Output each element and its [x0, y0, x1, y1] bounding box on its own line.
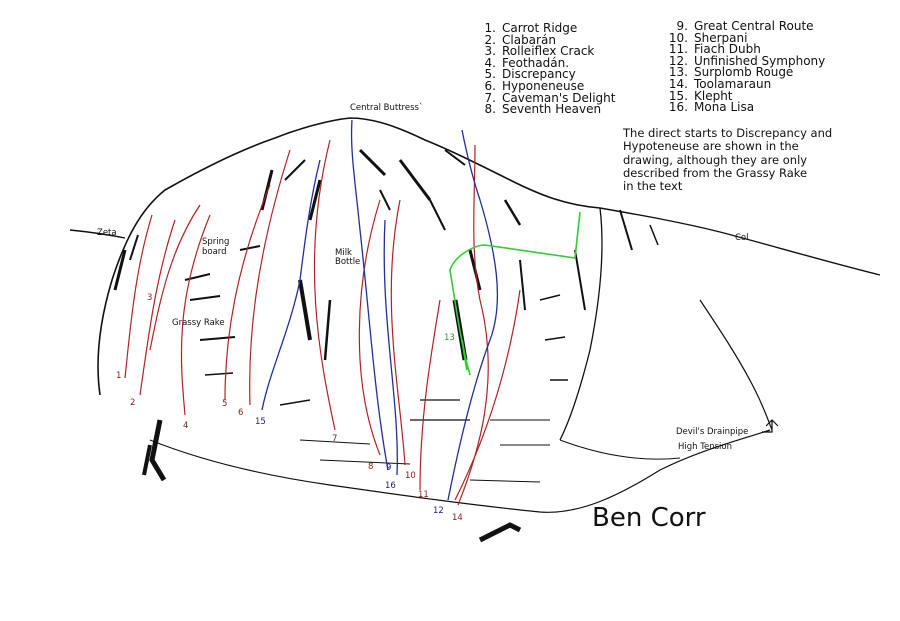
label-bottle: Bottle — [335, 257, 360, 267]
drainpipe-gully — [699, 299, 773, 431]
route-number-1: 1 — [116, 371, 121, 381]
red-routes — [124, 139, 521, 506]
route-number-5: 5 — [222, 399, 227, 409]
route-number-3: 3 — [147, 293, 152, 303]
legend-item: 10.Sherpani — [668, 30, 748, 45]
route-number-8: 8 — [368, 462, 373, 472]
legend-item: 11.Fiach Dubh — [668, 42, 761, 57]
legend-item: 4.Feothadán. — [484, 55, 570, 70]
route-number-7: 7 — [332, 434, 337, 444]
label-devils-drainpipe: Devil's Drainpipe — [676, 427, 748, 437]
route-number-15: 15 — [255, 417, 266, 427]
legend-item: 5.Discrepancy — [484, 67, 576, 82]
legend-item: 2.Clabarán — [484, 32, 556, 47]
lower-right-slope — [559, 439, 681, 460]
legend-item: 12.Unfinished Symphony — [668, 53, 826, 68]
blue-routes — [261, 119, 499, 501]
route-number-14: 14 — [452, 513, 463, 523]
legend-item: 13.Surplomb Rouge — [668, 65, 794, 80]
legend-item: 3.Rolleiflex Crack — [484, 44, 595, 59]
right-face-edge — [559, 207, 603, 441]
legend-item: 1.Carrot Ridge — [484, 21, 578, 35]
label-milk: Milk — [335, 248, 352, 258]
left-ridge — [69, 229, 126, 239]
legend-item: 7.Caveman's Delight — [484, 90, 616, 105]
base-line — [149, 429, 771, 513]
route-number-11: 11 — [418, 490, 429, 500]
route-number-2: 2 — [130, 398, 135, 408]
route-number-12: 12 — [433, 506, 444, 516]
label-col: Col — [735, 233, 749, 243]
legend-item: 15.Klepht — [668, 88, 733, 103]
crag-outline — [97, 117, 601, 396]
crag-title: Ben Corr — [592, 503, 706, 533]
route-number-9: 9 — [386, 463, 391, 473]
label-zeta: Zeta — [97, 228, 117, 238]
legend-item: 16.Mona Lisa — [668, 100, 755, 115]
route-legend-left: 1.Carrot Ridge 2.Clabarán 3.Rolleiflex C… — [480, 21, 616, 117]
drainpipe-arrow-icon — [762, 419, 779, 433]
label-central-buttress: Central Buttress` — [350, 102, 423, 113]
label-board: board — [202, 247, 227, 257]
route-number-6: 6 — [238, 408, 243, 418]
legend-item: 8.Seventh Heaven — [484, 102, 602, 117]
label-grassy-rake: Grassy Rake — [172, 318, 225, 328]
route-number-4: 4 — [183, 421, 188, 431]
legend-item: 6.Hyponeneuse — [484, 78, 585, 93]
label-high-tension: High Tension — [678, 442, 732, 452]
route-legend-right: 9.Great Central Route 10.Sherpani 11.Fia… — [668, 19, 826, 115]
route-number-13: 13 — [444, 333, 455, 343]
legend-item: 14.Toolamaraun — [668, 76, 772, 91]
green-route — [449, 211, 581, 376]
route-number-10: 10 — [405, 471, 416, 481]
route-number-16: 16 — [385, 481, 396, 491]
direct-starts-note: The direct starts to Discrepancy and Hyp… — [623, 126, 833, 194]
legend-item: 9.Great Central Route — [676, 19, 814, 33]
right-ridge — [599, 207, 881, 276]
label-spring: Spring — [202, 237, 229, 247]
